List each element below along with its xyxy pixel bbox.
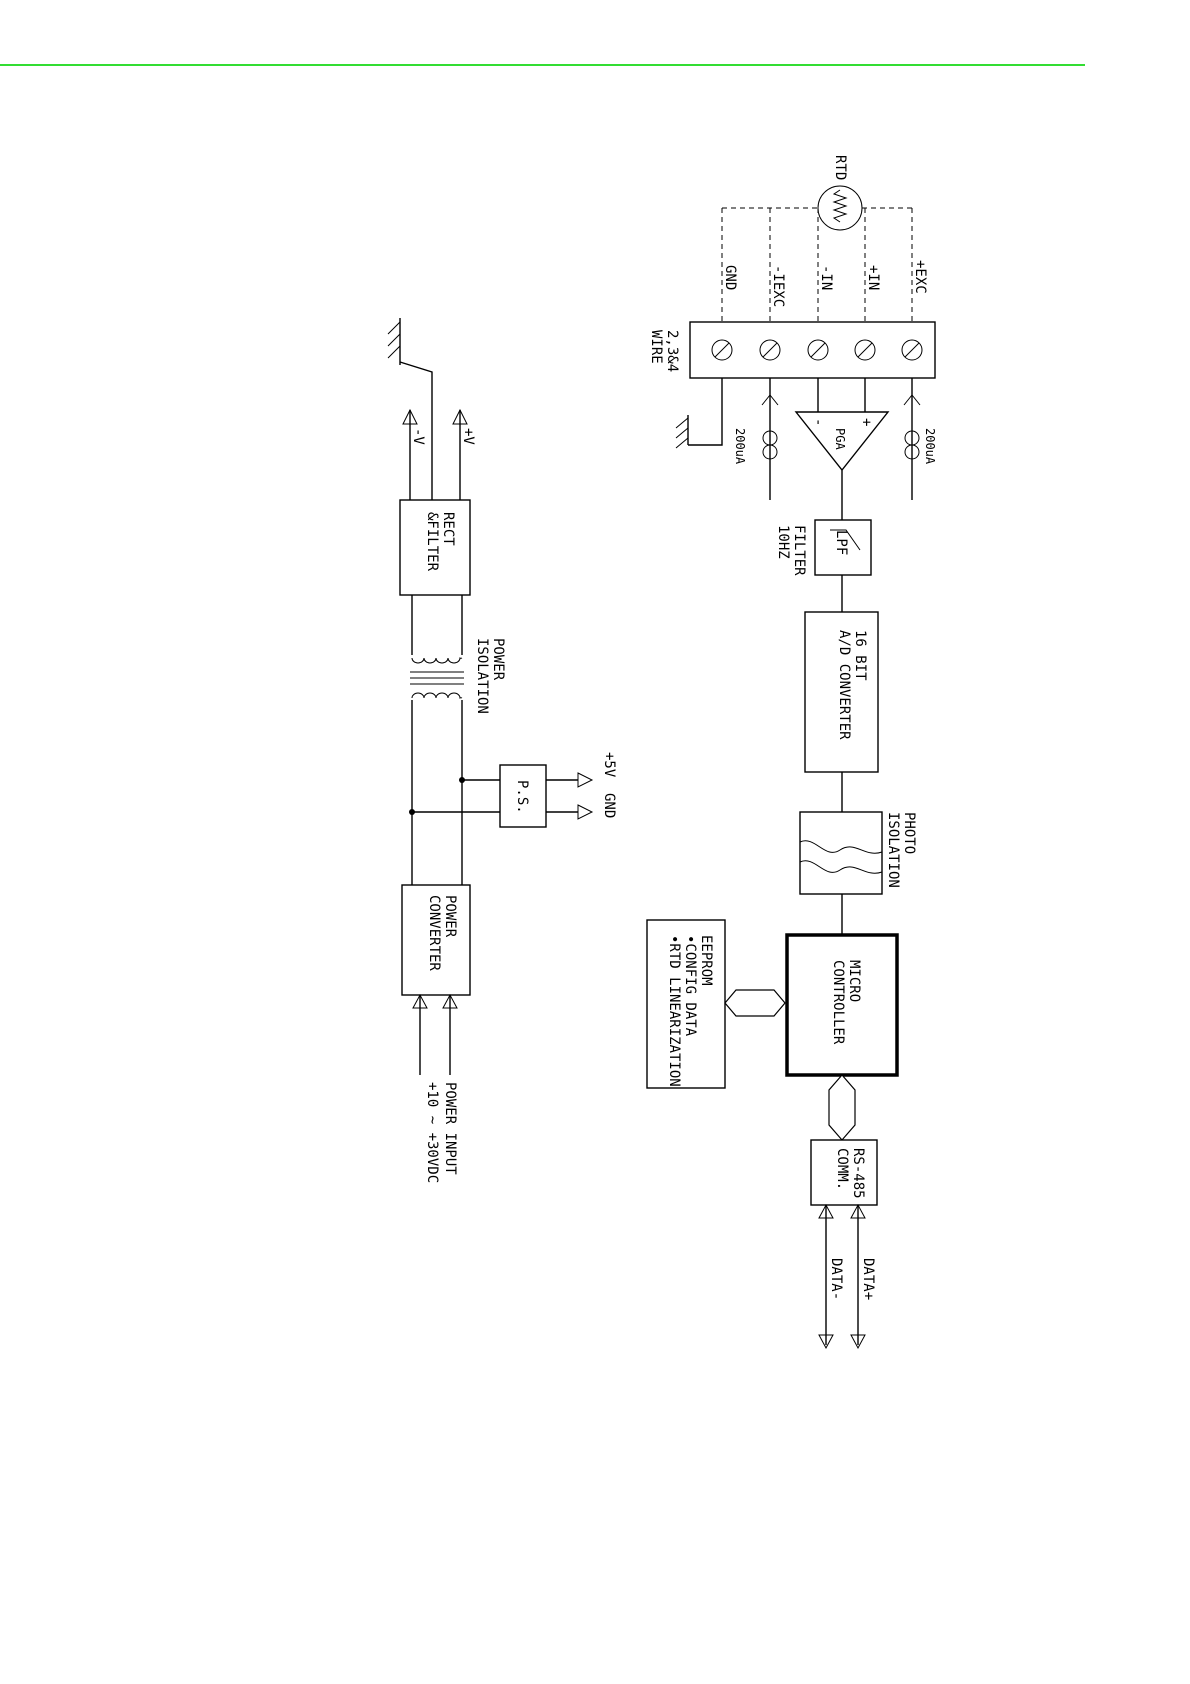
- ground-symbol-signal: [676, 415, 688, 448]
- adc-line1: 16 BIT: [852, 630, 868, 681]
- power-input-wires: [420, 995, 450, 1075]
- pga-inputs: [818, 378, 865, 412]
- power-converter-line2: CONVERTER: [426, 895, 442, 971]
- rtd-sensor: [818, 186, 862, 230]
- terminal-gnd-label: GND: [722, 265, 738, 290]
- gnd-wire: [688, 378, 722, 445]
- power-input-line2: +10 ~ +30VDC: [424, 1082, 440, 1183]
- wire-type-line2: WIRE: [648, 330, 664, 364]
- rtd-wires: [722, 208, 912, 322]
- terminal-pos-in-label: +IN: [865, 265, 881, 290]
- ps-feed-wires: [412, 780, 500, 812]
- filter-line2: 10HZ: [775, 525, 791, 559]
- photo-isolation-line2: ISOLATION: [885, 812, 901, 888]
- current-source-right-label: 200uA: [923, 428, 937, 465]
- micro-line2: CONTROLLER: [830, 960, 846, 1045]
- eeprom-bus-arrow: [725, 990, 785, 1016]
- iso-to-converter-wires: [412, 700, 462, 885]
- terminal-pos-exc-label: +EXC: [912, 260, 928, 294]
- v-outputs: [410, 410, 460, 500]
- terminal-neg-iexc-label: -IEXC: [770, 265, 786, 307]
- pga-minus-label: -: [810, 418, 826, 426]
- wire-type-line1: 2,3&4: [664, 330, 680, 372]
- rs485-line1: RS-485: [850, 1148, 866, 1199]
- rect-filter-line1: RECT: [440, 512, 456, 546]
- eeprom-line1: EEPROM: [698, 935, 714, 986]
- power-isolation-line1: POWER: [490, 638, 506, 681]
- data-neg-label: DATA-: [828, 1258, 844, 1300]
- power-converter-line1: POWER: [442, 895, 458, 938]
- ps-label: P.S.: [514, 780, 530, 814]
- data-pos-label: DATA+: [860, 1258, 876, 1300]
- rs485-bus-arrow: [829, 1075, 855, 1140]
- out-gnd-label: GND: [601, 793, 617, 818]
- rect-filter-line2: &FILTER: [424, 512, 440, 572]
- micro-line1: MICRO: [846, 960, 862, 1002]
- rect-to-iso-wires: [412, 595, 462, 655]
- power-isolation-transformer: [410, 658, 464, 698]
- pos-v-label: +V: [460, 428, 476, 445]
- pga-plus-label: +: [858, 418, 874, 426]
- ps-output-wires: [546, 780, 578, 812]
- power-isolation-line2: ISOLATION: [474, 638, 490, 714]
- out-5v-arrow: [578, 773, 592, 787]
- out-5v-label: +5V: [601, 752, 617, 778]
- neg-v-label: -V: [410, 428, 426, 445]
- rs485-line2: COMM.: [834, 1148, 850, 1190]
- lpf-label: LPF: [833, 530, 849, 555]
- terminal-neg-in-label: -IN: [818, 265, 834, 290]
- adc-line2: A/D CONVERTER: [836, 630, 852, 740]
- filter-line1: FILTER: [791, 525, 807, 576]
- eeprom-line2: •CONFIG DATA: [682, 935, 698, 1037]
- terminal-block: [690, 322, 935, 378]
- eeprom-line3: •RTD LINEARIZATION: [666, 935, 682, 1087]
- rtd-label: RTD: [832, 155, 848, 180]
- current-source-left-label: 200uA: [733, 428, 747, 465]
- power-input-line1: POWER INPUT: [442, 1082, 458, 1175]
- pga-label: PGA: [833, 428, 847, 450]
- photo-isolation-line1: PHOTO: [901, 812, 917, 854]
- out-gnd-arrow: [578, 805, 592, 819]
